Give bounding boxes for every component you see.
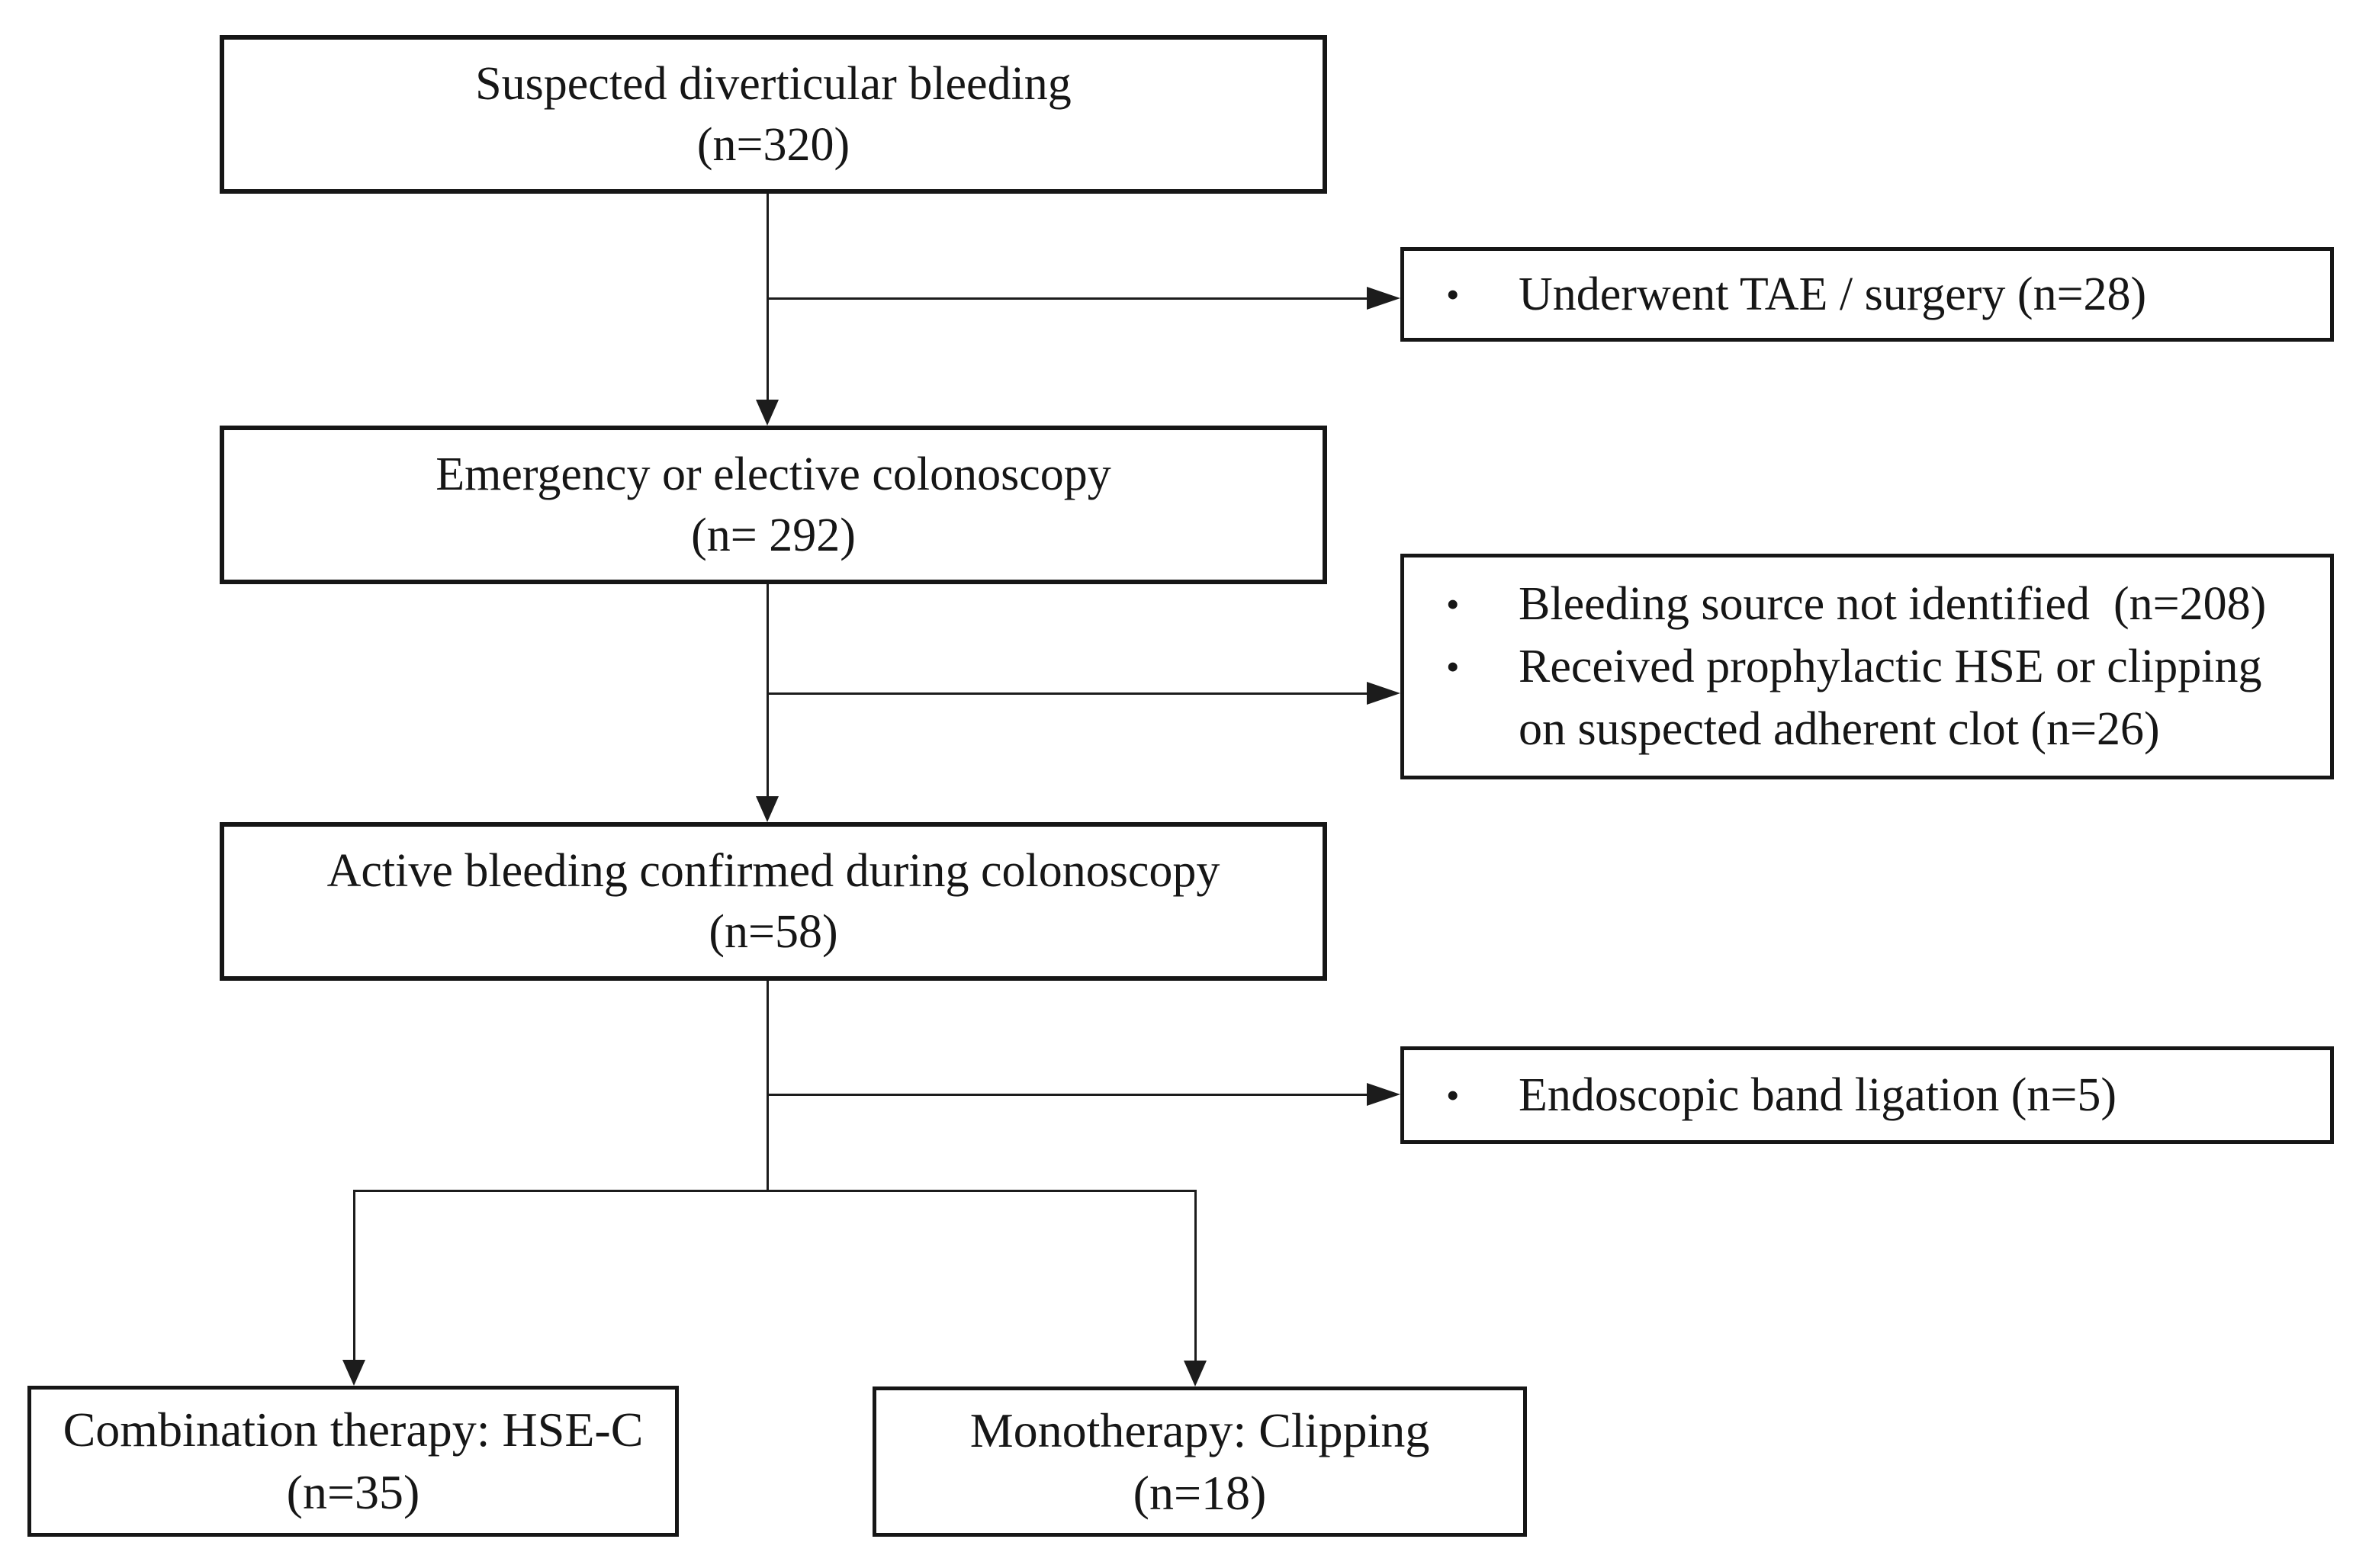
bullet-item: • Bleeding source not identified (n=208) xyxy=(1446,573,2315,635)
box-text-line: Emergency or elective colonoscopy xyxy=(436,448,1111,500)
arrowhead-down-combination xyxy=(342,1360,365,1386)
bullet-item-text: Received prophylactic HSE or clipping xyxy=(1519,641,2262,692)
exclusion-box-bleeding-source: • Bleeding source not identified (n=208)… xyxy=(1400,554,2334,779)
box-text-line: Combination therapy: HSE-C xyxy=(63,1403,644,1457)
bullet-item-text: on suspected adherent clot (n=26) xyxy=(1519,703,2160,755)
bullet-item-continuation: on suspected adherent clot (n=26) xyxy=(1446,698,2315,760)
bullet-icon: • xyxy=(1446,583,1460,625)
flow-box-suspected-bleeding: Suspected diverticular bleeding (n=320) xyxy=(220,35,1327,194)
box-text-line: Active bleeding confirmed during colonos… xyxy=(326,845,1220,897)
bullet-item: • Received prophylactic HSE or clipping xyxy=(1446,635,2315,698)
arrowhead-right-band-ligation xyxy=(1367,1083,1400,1106)
box-text-line: Suspected diverticular bleeding xyxy=(475,58,1072,110)
exclusion-box-tae-surgery: • Underwent TAE / surgery (n=28) xyxy=(1400,247,2334,342)
arrowhead-right-tae xyxy=(1367,287,1400,310)
bullet-icon: • xyxy=(1446,273,1460,316)
bullet-icon: • xyxy=(1446,645,1460,688)
flow-box-combination-therapy: Combination therapy: HSE-C (n=35) xyxy=(27,1386,679,1537)
connector-branch-band-ligation xyxy=(767,1094,1367,1096)
bullet-icon: • xyxy=(1446,1074,1460,1117)
bullet-item-text: Bleeding source not identified (n=208) xyxy=(1519,578,2267,630)
connector-split-bar xyxy=(353,1190,1197,1192)
box-text-line: Monotherapy: Clipping xyxy=(969,1403,1430,1457)
connector-active-to-split xyxy=(767,981,769,1192)
flow-box-colonoscopy: Emergency or elective colonoscopy (n= 29… xyxy=(220,426,1327,584)
connector-split-to-monotherapy xyxy=(1194,1190,1197,1361)
arrowhead-right-bleeding-source xyxy=(1367,682,1400,705)
bullet-item-text: Endoscopic band ligation (n=5) xyxy=(1519,1069,2117,1121)
bullet-item-text: Underwent TAE / surgery (n=28) xyxy=(1519,268,2147,320)
connector-branch-bleeding-source xyxy=(767,692,1367,695)
connector-split-to-combination xyxy=(353,1190,355,1360)
box-count: (n=18) xyxy=(1133,1465,1267,1520)
box-count: (n=35) xyxy=(286,1465,420,1519)
arrowhead-down-colonoscopy xyxy=(756,400,779,426)
flow-box-active-bleeding: Active bleeding confirmed during colonos… xyxy=(220,822,1327,981)
box-count: (n= 292) xyxy=(691,509,856,561)
flow-box-monotherapy-clipping: Monotherapy: Clipping (n=18) xyxy=(873,1386,1527,1537)
connector-suspected-to-colonoscopy xyxy=(767,194,769,400)
bullet-item: • Underwent TAE / surgery (n=28) xyxy=(1446,263,2315,326)
connector-branch-tae xyxy=(767,297,1367,300)
bullet-item: • Endoscopic band ligation (n=5) xyxy=(1446,1064,2315,1126)
connector-colonoscopy-to-active xyxy=(767,584,769,796)
box-count: (n=58) xyxy=(709,906,838,958)
exclusion-box-band-ligation: • Endoscopic band ligation (n=5) xyxy=(1400,1046,2334,1144)
box-count: (n=320) xyxy=(696,119,850,171)
arrowhead-down-active xyxy=(756,796,779,822)
arrowhead-down-monotherapy xyxy=(1184,1361,1207,1386)
